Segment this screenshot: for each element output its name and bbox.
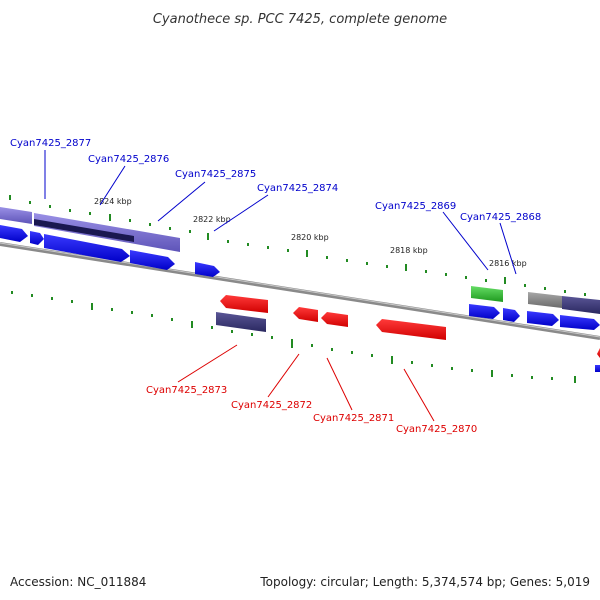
gene-reverse[interactable] — [293, 307, 318, 322]
reverse-strand-genes — [216, 295, 600, 358]
tick-label-2824: 2824 kbp — [94, 197, 132, 206]
gene-forward[interactable] — [527, 311, 559, 326]
tick-label-2822: 2822 kbp — [193, 215, 231, 224]
gene-label-cyan7425-2875[interactable]: Cyan7425_2875 — [175, 169, 256, 180]
cds-feature-gray[interactable] — [528, 292, 562, 308]
cds-feature-green[interactable] — [471, 286, 503, 302]
gene-label-cyan7425-2877[interactable]: Cyan7425_2877 — [10, 138, 91, 149]
leader-lines-reverse — [177, 344, 435, 422]
forward-strand-genes — [0, 225, 600, 372]
gene-label-cyan7425-2871[interactable]: Cyan7425_2871 — [313, 413, 394, 424]
cds-feature-navy[interactable] — [562, 296, 600, 314]
gene-forward[interactable] — [195, 262, 220, 277]
leader-lines-forward — [44, 150, 517, 275]
gene-label-cyan7425-2873[interactable]: Cyan7425_2873 — [146, 385, 227, 396]
gene-label-cyan7425-2869[interactable]: Cyan7425_2869 — [375, 201, 456, 212]
gene-forward[interactable] — [0, 225, 28, 242]
gene-label-cyan7425-2868[interactable]: Cyan7425_2868 — [460, 212, 541, 223]
map-title: Cyanothece sp. PCC 7425, complete genome — [153, 12, 447, 27]
gene-label-cyan7425-2870[interactable]: Cyan7425_2870 — [396, 424, 477, 435]
cds-feature-purple[interactable] — [0, 207, 32, 224]
gene-forward[interactable] — [469, 304, 500, 319]
accession-text: Accession: NC_011884 — [10, 575, 146, 589]
gene-forward[interactable] — [560, 315, 600, 330]
gene-reverse[interactable] — [597, 348, 600, 358]
gene-forward[interactable] — [503, 308, 520, 322]
tick-label-2816: 2816 kbp — [489, 259, 527, 268]
genome-backbone — [0, 242, 600, 340]
tick-marks-upper — [9, 195, 586, 296]
gene-reverse[interactable] — [220, 295, 268, 313]
gene-label-cyan7425-2874[interactable]: Cyan7425_2874 — [257, 183, 338, 194]
genome-summary-text: Topology: circular; Length: 5,374,574 bp… — [259, 575, 590, 589]
gene-forward[interactable] — [595, 365, 600, 372]
gene-label-cyan7425-2872[interactable]: Cyan7425_2872 — [231, 400, 312, 411]
cds-feature-navy[interactable] — [34, 219, 134, 242]
tick-marks-lower — [11, 291, 576, 383]
gene-forward[interactable] — [130, 250, 175, 270]
gene-reverse[interactable] — [321, 312, 348, 327]
cds-feature-navy[interactable] — [216, 312, 266, 332]
gene-label-cyan7425-2876[interactable]: Cyan7425_2876 — [88, 154, 169, 165]
tick-label-2818: 2818 kbp — [390, 246, 428, 255]
gene-reverse[interactable] — [376, 319, 446, 340]
cds-track-outer — [0, 207, 600, 314]
genome-backbone-highlight — [0, 242, 600, 338]
gene-forward[interactable] — [44, 234, 130, 262]
gene-forward[interactable] — [30, 231, 44, 245]
tick-label-2820: 2820 kbp — [291, 233, 329, 242]
